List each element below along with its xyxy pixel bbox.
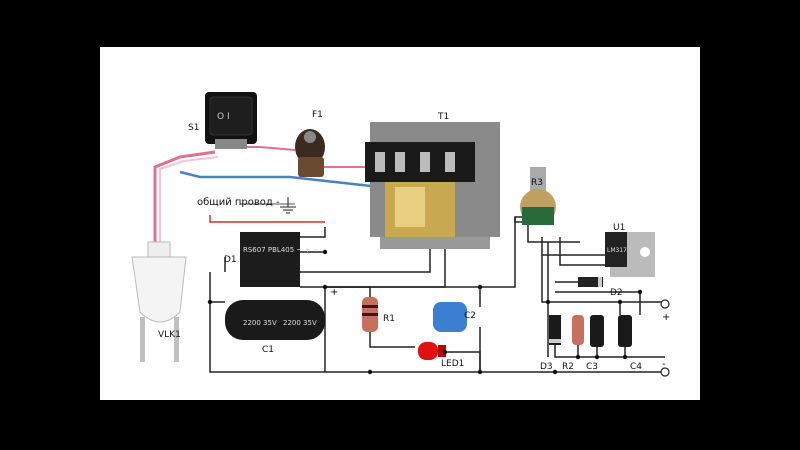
resistor-r2 [572,315,584,345]
label-r1: R1 [383,314,395,324]
u1-chip-text: LM317 [607,247,627,254]
ground-icon [280,197,296,214]
capacitor-c2 [433,302,467,332]
label-c4: C4 [630,362,642,372]
label-r3: R3 [531,178,543,188]
capacitor-c4 [618,315,632,347]
label-c1-plus: + [330,287,338,298]
capacitor-c1: 2200 35V 2200 35V [225,300,325,340]
label-t1: T1 [437,112,449,122]
label-led1: LED1 [441,359,464,369]
diode-d3 [549,315,561,345]
junction-dots [207,249,643,375]
led-led1 [418,342,446,360]
label-c1: C1 [262,345,274,355]
plug-vlk1 [131,241,187,362]
output-terminals [660,299,670,377]
label-d2: D2 [610,288,623,298]
label-c3: C3 [586,362,598,372]
potentiometer-r3 [520,167,556,225]
label-s1: S1 [188,123,199,133]
label-d3: D3 [540,362,553,372]
transformer-t1 [365,122,500,249]
label-c2: C2 [464,311,476,321]
fuse-f1 [295,129,325,177]
bridge-text: RS607 PBL405 ~ + ~ [243,246,319,254]
c1-text-2: 2200 35V [283,319,317,327]
label-output-plus: + [662,312,670,323]
label-vlk1: VLK1 [158,330,181,340]
label-r2: R2 [562,362,574,372]
diode-d2 [578,277,603,287]
regulator-u1: LM317 [605,232,655,277]
label-output-minus: - [662,359,666,370]
switch-mark-text: O I [217,112,230,122]
component-labels: S1 F1 T1 R3 U1 D1 C1 R1 C2 LED1 D2 D3 R2… [158,110,670,372]
c1-text: 2200 35V [243,319,277,327]
circuit-wires [209,192,665,373]
label-f1: F1 [312,110,323,120]
circuit-diagram: O I LM317 RS607 PBL405 ~ + ~ [131,92,670,377]
resistor-r1 [362,297,378,332]
label-common-wire: общий провод - [197,197,280,208]
capacitor-c3 [590,315,604,347]
label-d1: D1 [224,255,237,265]
schematic-canvas: O I LM317 RS607 PBL405 ~ + ~ [100,47,700,400]
switch-s1: O I [205,92,257,149]
bridge-d1: RS607 PBL405 ~ + ~ [240,232,319,287]
label-u1: U1 [613,223,625,233]
